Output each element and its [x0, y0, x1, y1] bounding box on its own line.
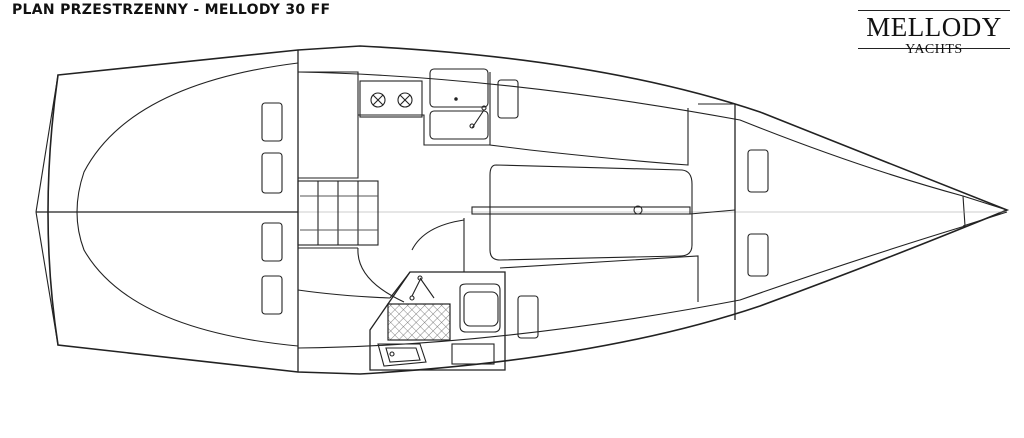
cockpit-hatch — [261, 102, 283, 142]
door-arc — [411, 219, 465, 251]
saloon-hatch — [497, 79, 519, 119]
toilet — [459, 283, 501, 333]
hull-outline — [47, 45, 1010, 375]
cockpit-curve — [76, 62, 299, 347]
bow-point — [962, 195, 1008, 211]
basin-drain — [389, 351, 395, 357]
head-cabinet — [451, 343, 495, 365]
burner-icon — [370, 92, 386, 108]
burner-icon — [397, 92, 413, 108]
logo-brand: MELLODY — [866, 12, 1002, 42]
galley-counter — [298, 71, 359, 179]
cockpit-hatch — [261, 222, 283, 262]
mast-step — [633, 205, 643, 215]
galley-sink-cabinet — [429, 68, 489, 108]
keel-strut — [471, 206, 691, 215]
washbasin — [377, 343, 427, 367]
cockpit-hatch — [261, 275, 283, 315]
saloon-stbd-settee — [499, 255, 699, 302]
forward-hatch — [747, 233, 769, 277]
plan-title: PLAN PRZESTRZENNY - MELLODY 30 FF — [12, 2, 331, 18]
cockpit-hatch — [261, 152, 283, 194]
door-arc — [357, 247, 405, 303]
forward-hatch — [747, 149, 769, 193]
stove — [359, 80, 423, 118]
saloon-port-settee — [489, 72, 689, 166]
deck-inner-line — [297, 71, 966, 349]
head-compartment — [369, 271, 506, 371]
logo-subtitle: YACHTS — [905, 42, 963, 57]
shower-faucet — [411, 279, 421, 297]
saloon-table — [489, 164, 693, 261]
galley-sink — [429, 110, 489, 140]
head-hatch — [517, 295, 539, 339]
mellody-yachts-logo: MELLODY YACHTS — [858, 8, 1016, 60]
